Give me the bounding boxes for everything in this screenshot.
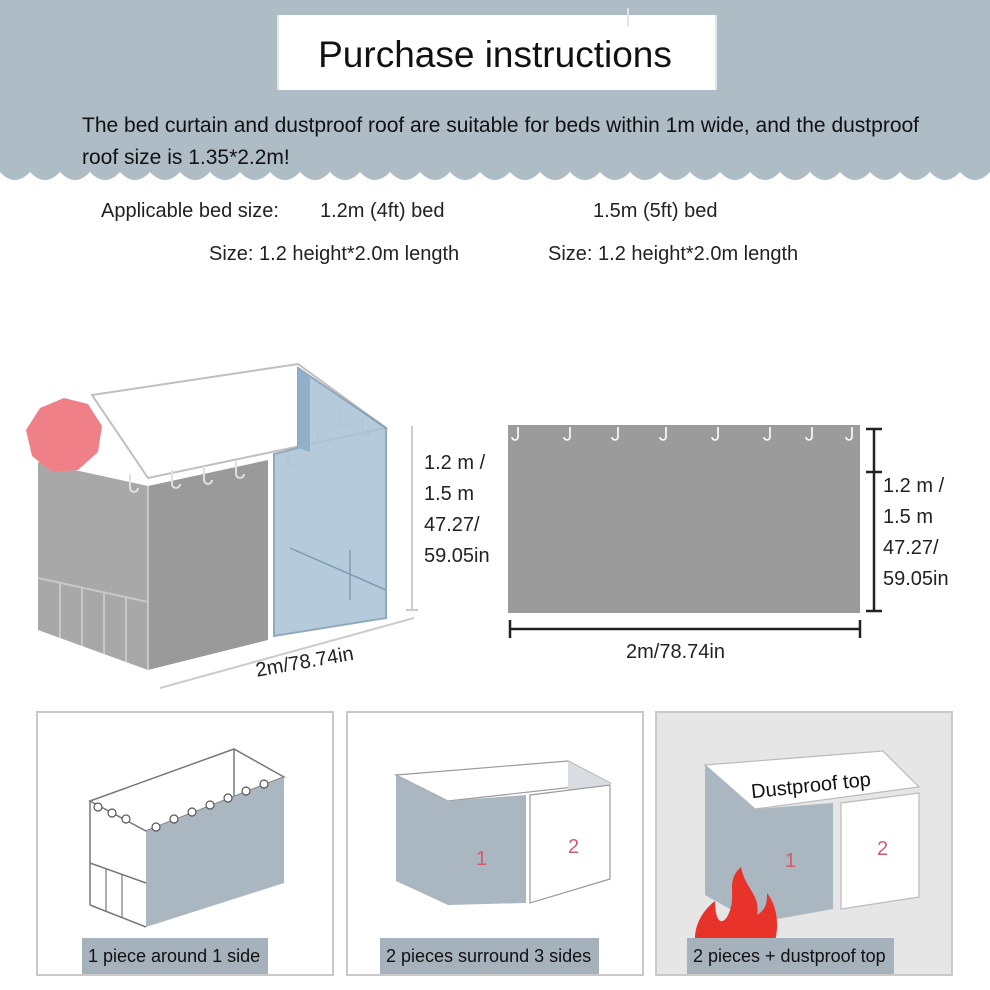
size-spec-large: Size: 1.2 height*2.0m length [548,243,799,265]
applicable-label: Applicable bed size: [101,200,279,222]
bed-size-small: 1.2m (4ft) bed [320,200,445,222]
option-three-sides: 1 2 2 pieces surround 3 sides [346,711,644,976]
right-length-label: 2m/78.74in [626,641,725,663]
header-banner: Purchase instructions The bed curtain an… [0,0,990,210]
right-height-label: 1.2 m / 1.5 m 47.27/ 59.05in [883,475,949,590]
option-dustproof-top: 1 2 Dustproof top 2 pieces + dustproof t… [655,711,953,976]
caption-dustproof-top: 2 pieces + dustproof top [687,938,894,974]
label-piece-2: 2 [568,836,579,858]
dustproof-illustration: 1 2 [695,750,921,974]
left-height-label: 1.2 m / 1.5 m 47.27/ 59.05in [424,452,490,567]
bed-size-large: 1.5m (5ft) bed [593,200,718,222]
curtain-hooks [511,427,853,441]
one-side-illustration [88,748,286,928]
caption-one-side: 1 piece around 1 side [82,938,269,974]
label-top-piece-2: 2 [877,838,888,860]
description-text: The bed curtain and dustproof roof are s… [82,114,920,169]
flat-curtain-diagram [508,425,882,638]
option-one-side: 1 piece around 1 side [36,711,334,976]
caption-three-sides: 2 pieces surround 3 sides [380,938,600,974]
page-title: Purchase instructions [318,34,672,75]
size-spec-small: Size: 1.2 height*2.0m length [209,243,460,265]
label-top-piece-1: 1 [785,850,796,872]
bed-curtain-diagram [26,362,418,689]
label-piece-1: 1 [476,848,487,870]
header-background [0,0,990,180]
three-sides-illustration: 1 2 [393,760,613,905]
